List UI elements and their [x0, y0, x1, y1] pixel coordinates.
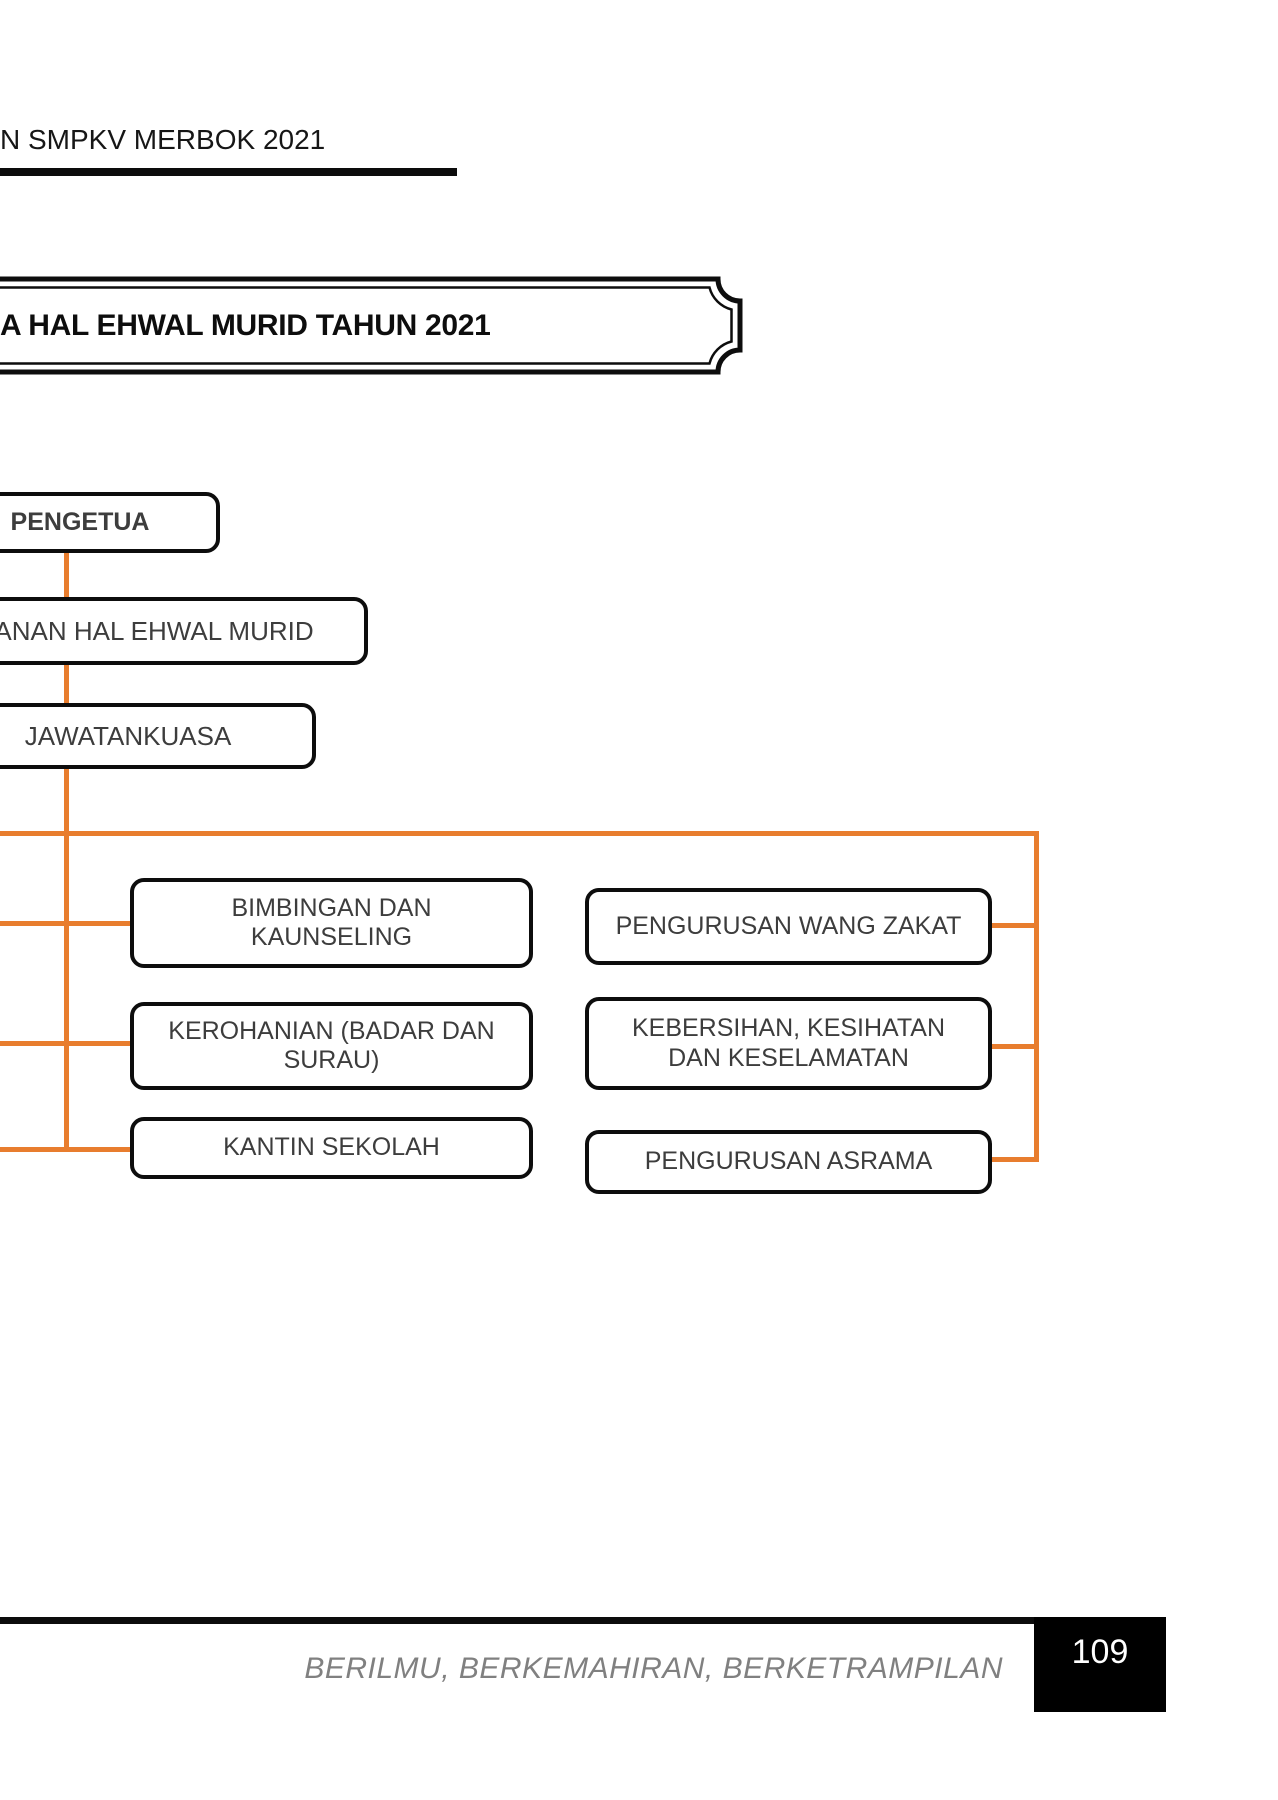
org-node-kerohanian: KEROHANIAN (BADAR DAN SURAU)	[130, 1002, 533, 1090]
connector-branch-kantin	[0, 1147, 132, 1152]
footer-motto: BERILMU, BERKEMAHIRAN, BERKETRAMPILAN	[304, 1652, 1003, 1685]
connector-branch-bimbingan	[0, 921, 132, 926]
org-node-bimbingan-kaunseling: BIMBINGAN DAN KAUNSELING	[130, 878, 533, 968]
org-node-pengetua: PENGETUA	[0, 492, 220, 553]
org-node-wang-zakat: PENGURUSAN WANG ZAKAT	[585, 888, 992, 965]
org-node-hal-ehwal-murid-label: ANAN HAL EHWAL MURID	[0, 615, 314, 646]
org-node-pengurusan-asrama: PENGURUSAN ASRAMA	[585, 1130, 992, 1194]
banner-plaque-border	[0, 276, 743, 375]
org-node-pengurusan-asrama-label: PENGURUSAN ASRAMA	[644, 1147, 933, 1176]
org-node-hal-ehwal-murid: ANAN HAL EHWAL MURID	[0, 597, 368, 665]
org-node-kantin-sekolah-label: KANTIN SEKOLAH	[223, 1133, 440, 1162]
org-node-kebersihan-kesihatan-label: KEBERSIHAN, KESIHATAN DAN KESELAMATAN	[631, 1014, 946, 1072]
org-node-wang-zakat-label: PENGURUSAN WANG ZAKAT	[615, 911, 962, 940]
connector-branch-kerohanian	[0, 1041, 132, 1046]
org-node-pengetua-label: PENGETUA	[10, 507, 150, 536]
page-number: 109	[1071, 1633, 1129, 1671]
connector-right-rail	[1034, 831, 1039, 1162]
connector-trunk-left-rail	[64, 550, 69, 1152]
footer-rule	[0, 1617, 1034, 1624]
org-node-bimbingan-kaunseling-label: BIMBINGAN DAN KAUNSELING	[231, 893, 432, 952]
connector-branch-asrama	[990, 1157, 1039, 1162]
org-node-jawatankuasa-label: JAWATANKUASA	[24, 720, 232, 751]
connector-main-horizontal	[0, 831, 1039, 836]
page-header-title: N SMPKV MERBOK 2021	[0, 124, 326, 155]
org-node-kebersihan-kesihatan: KEBERSIHAN, KESIHATAN DAN KESELAMATAN	[585, 997, 992, 1090]
org-node-jawatankuasa: JAWATANKUASA	[0, 703, 316, 769]
page-number-box: 109	[1034, 1617, 1166, 1712]
connector-branch-kebersihan	[990, 1044, 1039, 1049]
banner-title: A HAL EHWAL MURID TAHUN 2021	[0, 309, 491, 342]
org-node-kerohanian-label: KEROHANIAN (BADAR DAN SURAU)	[168, 1016, 495, 1075]
org-node-kantin-sekolah: KANTIN SEKOLAH	[130, 1117, 533, 1179]
header-rule	[0, 168, 457, 176]
connector-branch-wang-zakat	[990, 923, 1039, 928]
